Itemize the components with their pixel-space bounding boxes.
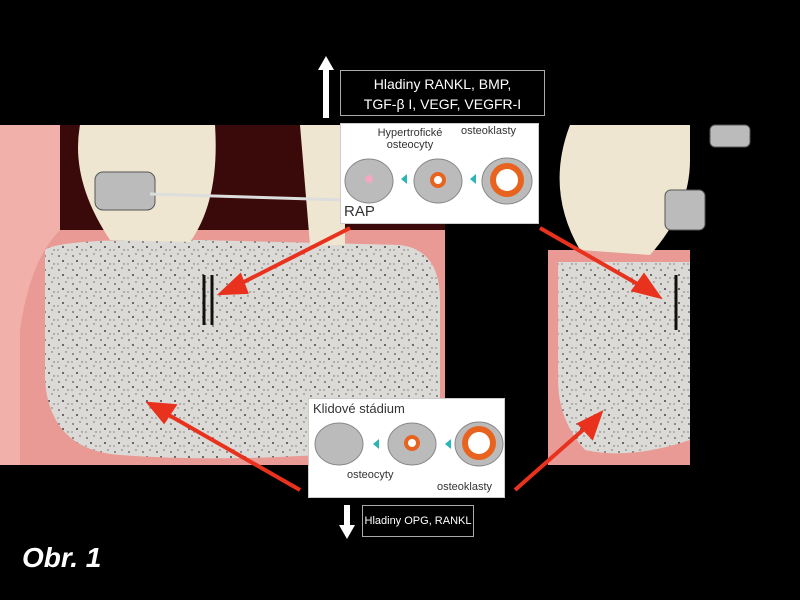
right-jaw-scene xyxy=(548,124,751,465)
rap-panel: Hypertrofické osteocyty osteoklasty RAP xyxy=(340,123,539,224)
figure-label: Obr. 1 xyxy=(22,542,102,573)
top-label-line1: Hladiny RANKL, BMP, xyxy=(373,76,512,92)
bone-block-right xyxy=(558,262,690,454)
osteoclasts-label-top: osteoklasty xyxy=(461,125,517,137)
top-label-line2: TGF-β I, VEGF, VEGFR-I xyxy=(363,96,522,112)
red-arrows xyxy=(145,226,663,492)
resting-stage-title: Klidové stádium xyxy=(313,401,405,416)
down-arrow-icon xyxy=(339,505,355,539)
osteoclasts-label-bottom: osteoklasty xyxy=(437,481,493,493)
osteocytes-label: osteocyty xyxy=(347,469,394,481)
rap-label: RAP xyxy=(344,203,375,220)
bracket-left xyxy=(94,171,156,211)
resorption-marks xyxy=(202,275,678,330)
bottom-levels-label: Hladiny OPG, RANKL xyxy=(362,505,474,537)
up-arrow-icon xyxy=(318,56,334,118)
rap-cells-diagram xyxy=(344,157,533,205)
hypertrophic-osteocytes-label: Hypertrofické osteocyty xyxy=(377,127,443,151)
resting-cells-diagram xyxy=(314,421,504,467)
archwire xyxy=(149,192,346,202)
top-levels-label: Hladiny RANKL, BMP, TGF-β I, VEGF, VEGFR… xyxy=(340,70,545,116)
resting-stage-panel: Klidové stádium osteocyty osteoklasty xyxy=(308,398,505,498)
